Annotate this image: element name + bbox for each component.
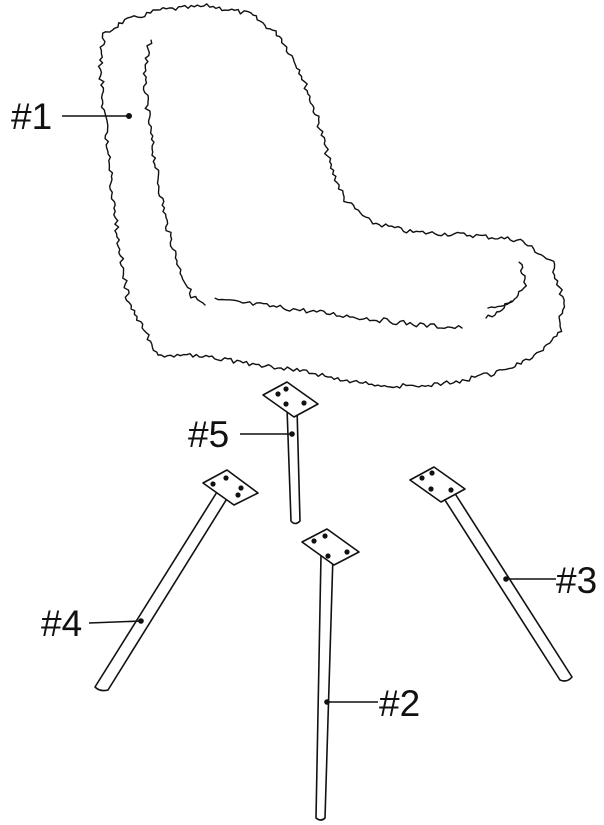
leg-5-plate: [262, 381, 319, 418]
leg-2-hole: [325, 553, 331, 559]
leg-4: [94, 469, 259, 692]
leg-4-hole: [235, 492, 241, 498]
callout-4: #4: [41, 603, 144, 644]
leg-4-hole: [223, 475, 229, 481]
part-label-2: #2: [379, 683, 420, 724]
leg-5-rod: [286, 407, 301, 525]
leg-2-rod: [315, 554, 334, 821]
leg-5-hole: [275, 391, 281, 397]
leg-5-hole: [301, 400, 307, 406]
leg-4-hole: [238, 485, 244, 491]
leg-3-hole: [448, 487, 454, 493]
seat-inner-left-edge: [142, 39, 206, 306]
part-label-3: #3: [556, 560, 597, 601]
callout-4-dot: [138, 618, 144, 624]
leg-2: [301, 528, 360, 821]
part-label-5: #5: [188, 414, 229, 455]
leg-3-hole: [429, 470, 435, 476]
leg-3: [409, 466, 573, 682]
leg-4-rod: [94, 491, 229, 692]
leg-3-hole: [428, 486, 434, 492]
callout-1: #1: [11, 96, 132, 137]
leg-5-hole: [283, 401, 289, 407]
callout-4-leader: [88, 620, 142, 624]
callout-3: #3: [503, 560, 597, 601]
callout-5-dot: [289, 431, 295, 437]
callout-3-dot: [503, 576, 509, 582]
leg-3-rod: [442, 491, 573, 682]
leg-4-hole: [210, 481, 216, 487]
callout-5: #5: [188, 414, 295, 455]
leg-3-plate: [409, 466, 466, 503]
seat-front-edge: [214, 297, 463, 330]
leg-5: [262, 381, 319, 525]
leg-3-hole: [419, 475, 425, 481]
callout-2-dot: [324, 699, 330, 705]
seat-right-inner-curl: [487, 261, 527, 309]
leg-4-plate: [202, 469, 259, 506]
callout-2: #2: [324, 683, 420, 724]
part-label-4: #4: [41, 603, 82, 644]
callout-1-dot: [126, 113, 132, 119]
seat-outer-outline: [97, 3, 566, 389]
seat-right-inner-curl-2: [485, 300, 513, 319]
leg-2-plate: [301, 528, 360, 566]
seat-shell: [97, 3, 566, 389]
leg-5-hole: [283, 386, 289, 392]
leg-2-hole: [322, 533, 328, 539]
leg-2-hole: [311, 538, 317, 544]
leg-2-hole: [344, 549, 350, 555]
part-label-1: #1: [11, 96, 52, 137]
